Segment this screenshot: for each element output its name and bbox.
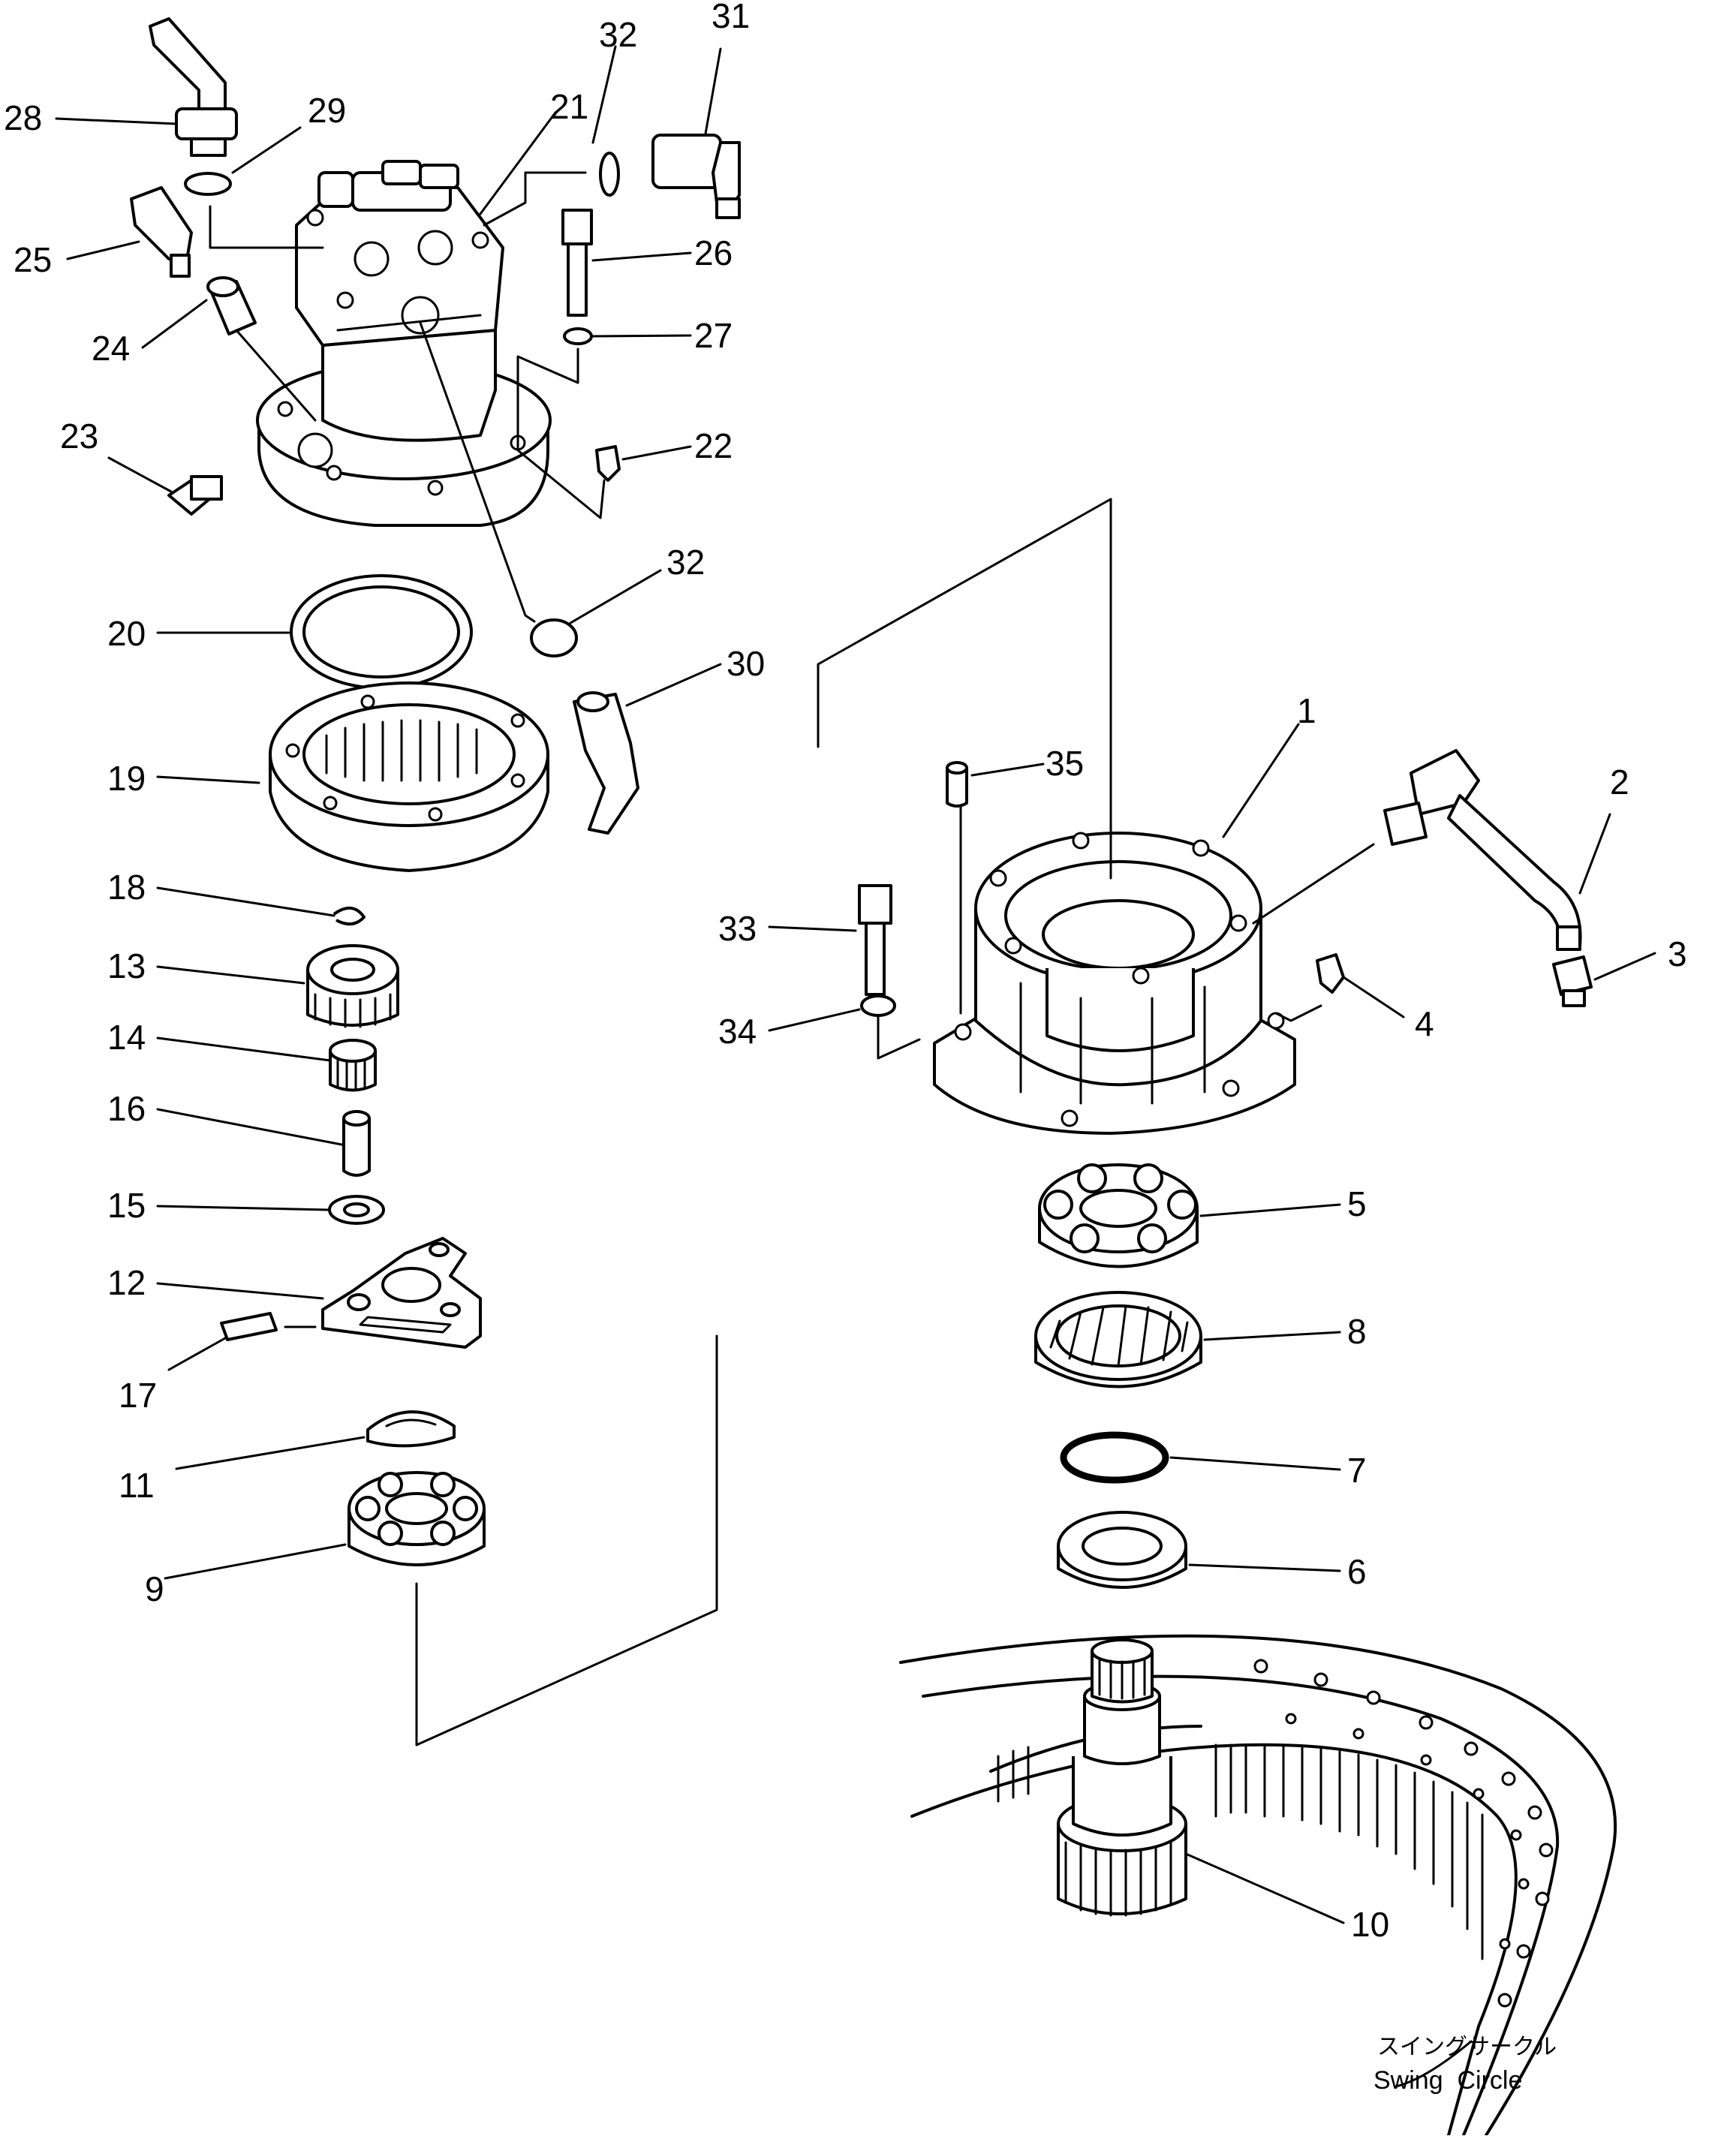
- part-6-oil-seal: [1057, 1511, 1187, 1589]
- label-4: 4: [1415, 1004, 1434, 1043]
- part-21-swing-motor: [256, 160, 552, 527]
- caption-english: Swing Circle: [1373, 2066, 1522, 2095]
- label-20: 20: [107, 614, 146, 653]
- label-17: 17: [119, 1376, 157, 1415]
- label-1: 1: [1297, 691, 1316, 730]
- part-23-plug: [167, 475, 223, 516]
- label-9: 9: [145, 1569, 164, 1608]
- part-27-washer: [563, 327, 593, 345]
- label-8: 8: [1347, 1312, 1367, 1351]
- label-32-mid: 32: [666, 543, 705, 582]
- label-21: 21: [550, 87, 588, 126]
- part-30-elbow-fitting: [573, 691, 639, 835]
- label-11: 11: [119, 1466, 155, 1505]
- label-22: 22: [694, 426, 733, 465]
- part-16-pin-shaft: [342, 1110, 371, 1177]
- part-29-o-ring: [184, 172, 232, 196]
- label-12: 12: [107, 1263, 146, 1302]
- caption-japanese: スイングサークル: [1377, 2035, 1557, 2059]
- label-16: 16: [107, 1089, 146, 1128]
- part-2-grease-pipe: [1383, 749, 1582, 951]
- label-31: 31: [712, 0, 750, 35]
- part-4-plug: [1316, 953, 1345, 994]
- label-33: 33: [718, 909, 757, 948]
- part-35-dowel-pin: [946, 761, 968, 808]
- label-15: 15: [107, 1186, 146, 1225]
- part-19-ring-gear: [269, 681, 549, 872]
- part-10-pinion-shaft: [1057, 1638, 1187, 1917]
- label-3: 3: [1668, 934, 1687, 973]
- label-6: 6: [1347, 1552, 1367, 1591]
- label-28: 28: [4, 98, 42, 137]
- label-34: 34: [718, 1012, 757, 1051]
- label-24: 24: [92, 329, 130, 368]
- assembly-lines-right: [817, 498, 1375, 1060]
- label-29: 29: [308, 91, 346, 130]
- swing-circle-caption: スイングサークル Swing Circle: [1373, 2035, 1557, 2095]
- part-7-o-ring: [1060, 1431, 1169, 1484]
- assembly-lines-left: [209, 171, 718, 1746]
- label-10: 10: [1351, 1905, 1389, 1944]
- label-35: 35: [1046, 744, 1084, 783]
- label-32-top: 32: [599, 15, 637, 54]
- part-11-spring-washer: [366, 1410, 456, 1448]
- part-24-connector: [206, 276, 257, 335]
- part-1-machinery-case: [933, 832, 1296, 1135]
- part-26-bolt: [561, 209, 593, 317]
- part-labels: 28 29 25 24 23 20 19 18 13 14 16 15 12 1…: [4, 0, 1687, 1944]
- label-19: 19: [107, 759, 146, 798]
- part-8-roller-bearing: [1034, 1291, 1202, 1388]
- part-22-plug: [595, 445, 621, 482]
- label-27: 27: [694, 316, 733, 355]
- label-5: 5: [1347, 1184, 1367, 1223]
- label-13: 13: [107, 946, 146, 985]
- label-7: 7: [1347, 1451, 1367, 1490]
- part-5-bearing: [1038, 1163, 1199, 1268]
- label-30: 30: [727, 644, 765, 683]
- part-15-thrust-washer: [328, 1195, 385, 1225]
- label-2: 2: [1610, 763, 1629, 802]
- part-9-ball-bearing: [348, 1471, 486, 1566]
- label-25: 25: [14, 240, 52, 279]
- part-13-planet-gear: [306, 944, 399, 1028]
- label-23: 23: [60, 417, 98, 456]
- part-12-planet-carrier: [321, 1237, 482, 1349]
- part-25-fitting: [130, 186, 193, 278]
- part-20-seal-ring: [290, 574, 473, 690]
- label-18: 18: [107, 868, 146, 907]
- part-32-o-ring-top: [599, 152, 620, 197]
- label-14: 14: [107, 1018, 146, 1057]
- part-3-grease-nipple: [1552, 955, 1593, 1007]
- part-33-bolt: [858, 884, 892, 996]
- part-17-pin: [220, 1312, 278, 1341]
- swing-circle: [899, 1634, 1617, 2137]
- part-32-o-ring: [530, 618, 578, 657]
- part-34-washer: [860, 994, 896, 1017]
- label-26: 26: [694, 233, 733, 272]
- part-31-elbow-fitting: [651, 134, 741, 219]
- part-28-elbow-fitting: [149, 17, 238, 157]
- leader-lines: [55, 45, 1656, 2088]
- part-14-needle-bearing: [329, 1039, 377, 1092]
- part-18-snap-ring: [332, 907, 366, 926]
